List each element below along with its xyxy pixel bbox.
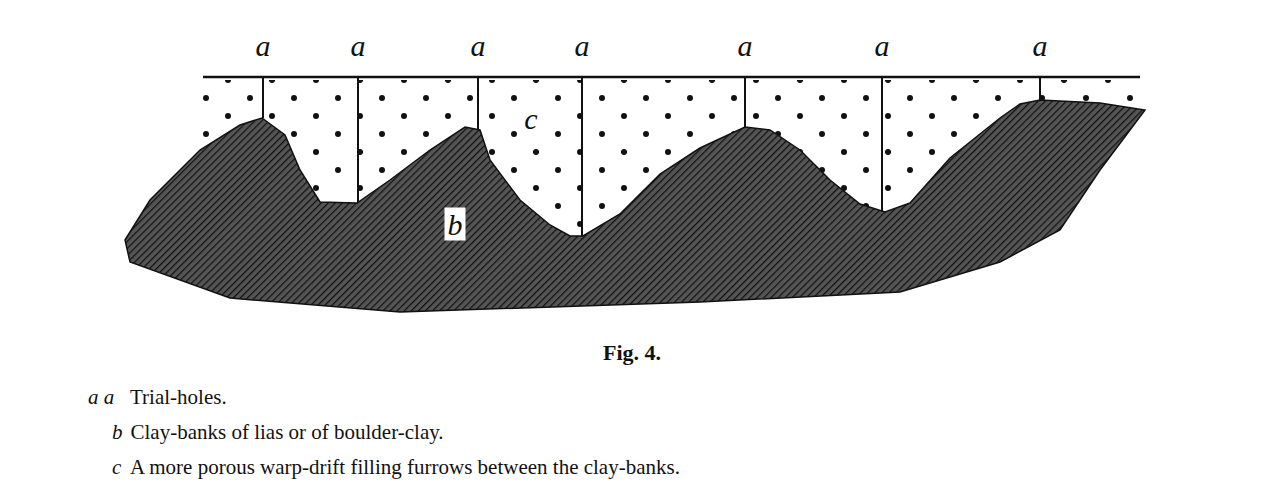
figure-caption: Fig. 4. [603, 341, 661, 365]
legend-key: b [112, 421, 123, 444]
hole-letter: a [1033, 29, 1048, 62]
legend-text: Clay-banks of lias or of boulder-clay. [131, 421, 444, 444]
clay-bank [125, 100, 1145, 312]
region-letter: b [445, 208, 466, 241]
legend-key: c [112, 456, 121, 479]
surface-line [203, 76, 1140, 79]
hole-letter: a [351, 29, 366, 62]
legend-text: A more porous warp-drift filling furrows… [130, 456, 680, 479]
hole-letter: a [575, 29, 590, 62]
region-letter: c [521, 102, 540, 135]
hole-letter: a [738, 29, 753, 62]
hole-letter: a [471, 29, 486, 62]
legend-text: Trial-holes. [130, 386, 227, 409]
hole-letter: a [875, 29, 890, 62]
legend-key: a a [88, 386, 114, 409]
hole-letter: a [256, 29, 271, 62]
trial-holes [263, 77, 1040, 236]
